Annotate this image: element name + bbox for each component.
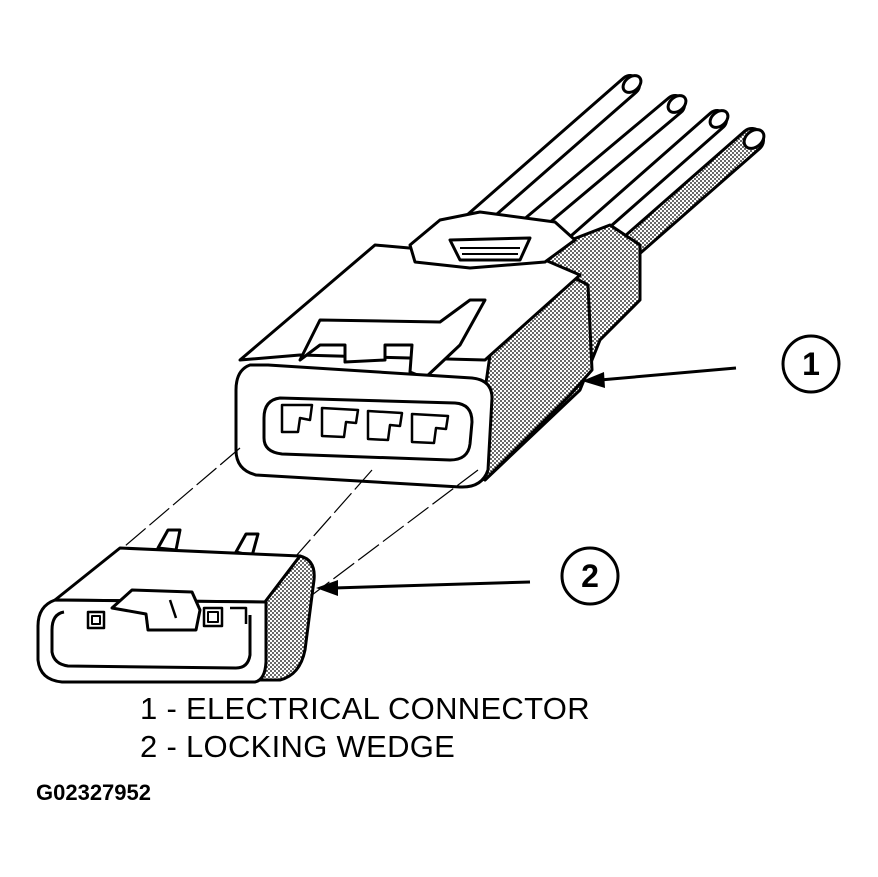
callout-2-number: 2 bbox=[581, 558, 599, 594]
callout-1-number: 1 bbox=[802, 346, 820, 382]
wedge-side-face bbox=[253, 554, 316, 682]
wire-2 bbox=[509, 94, 688, 246]
wire-3 bbox=[564, 109, 730, 256]
callout-2: 2 bbox=[316, 546, 620, 606]
callout-1-leader bbox=[599, 366, 737, 382]
locking-wedge bbox=[36, 528, 316, 684]
alignment-guides bbox=[117, 447, 479, 599]
callout-1: 1 bbox=[582, 334, 841, 394]
legend-item-2: 2 - LOCKING WEDGE bbox=[140, 729, 456, 764]
wedge-prong-left bbox=[156, 528, 182, 552]
legend: 1 - ELECTRICAL CONNECTOR 2 - LOCKING WED… bbox=[140, 690, 590, 766]
wire-1 bbox=[459, 74, 643, 236]
connector-terminals bbox=[280, 403, 450, 445]
connector-lock-slot bbox=[298, 298, 487, 380]
callout-2-circle bbox=[560, 546, 620, 606]
callout-2-arrowhead bbox=[316, 580, 338, 596]
wire-bundle bbox=[459, 74, 766, 273]
figure-id: G02327952 bbox=[36, 780, 151, 805]
callout-1-circle bbox=[781, 334, 841, 394]
wire-4 bbox=[602, 127, 766, 273]
callout-1-arrowhead bbox=[582, 372, 605, 388]
callout-2-leader bbox=[333, 580, 531, 590]
electrical-connector bbox=[234, 210, 642, 489]
legend-item-1: 1 - ELECTRICAL CONNECTOR bbox=[140, 691, 590, 726]
